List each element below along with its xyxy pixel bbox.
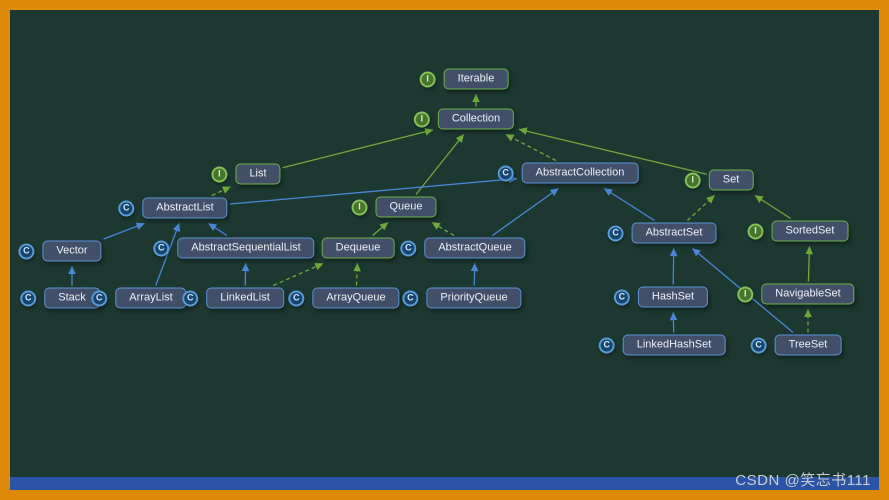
node-stack: C Stack: [20, 287, 100, 309]
node-sorted-set: I SortedSet: [747, 220, 849, 242]
edge-array-list-to-abstract-list: [155, 223, 180, 286]
node-linked-list: C LinkedList: [182, 287, 284, 309]
edge-queue-to-collection: [415, 134, 465, 195]
node-label: ArrayList: [129, 291, 173, 304]
class-badge-icon: C: [118, 200, 135, 216]
edge-list-to-collection: [282, 128, 434, 169]
node-collection: I Collection: [413, 108, 515, 130]
edge-dequeue-to-queue: [372, 222, 389, 236]
node-array-queue: C ArrayQueue: [288, 287, 400, 309]
node-list: I List: [211, 163, 281, 185]
class-badge-icon: C: [598, 337, 615, 353]
interface-badge-icon: I: [413, 111, 430, 127]
node-label: LinkedList: [220, 291, 270, 304]
class-badge-icon: C: [288, 290, 305, 306]
node-label: SortedSet: [785, 224, 835, 237]
node-label: LinkedHashSet: [636, 338, 712, 351]
node-label: NavigableSet: [775, 287, 841, 300]
class-badge-icon: C: [402, 290, 419, 306]
edge-abstract-queue-to-abstract-collection: [492, 187, 559, 237]
class-badge-icon: C: [607, 225, 624, 241]
class-badge-icon: C: [182, 290, 199, 306]
class-badge-icon: C: [153, 240, 170, 256]
node-label: Set: [722, 173, 740, 186]
edge-abstract-sequential-list-to-abstract-list: [208, 222, 228, 237]
node-label: List: [249, 167, 267, 180]
node-queue: I Queue: [351, 196, 437, 218]
edge-abstract-list-to-list: [211, 186, 231, 197]
edge-set-to-collection: [518, 127, 707, 175]
node-abstract-list: C AbstractList: [118, 197, 228, 219]
node-iterable: I Iterable: [419, 68, 509, 90]
class-badge-icon: C: [400, 240, 417, 256]
node-label: HashSet: [651, 290, 695, 303]
edge-abstract-set-to-abstract-collection: [603, 187, 655, 222]
node-hash-set: C HashSet: [613, 286, 709, 308]
class-badge-icon: C: [91, 290, 108, 306]
edge-abstract-collection-to-collection: [505, 133, 557, 162]
bottom-bar: [10, 477, 879, 490]
node-tree-set: C TreeSet: [750, 334, 842, 356]
class-badge-icon: C: [18, 243, 35, 259]
edge-hash-set-to-abstract-set: [669, 248, 678, 285]
edge-abstract-queue-to-queue: [431, 221, 455, 237]
class-badge-icon: C: [497, 165, 514, 181]
node-priority-queue: C PriorityQueue: [402, 287, 522, 309]
edge-linked-list-to-dequeue: [272, 262, 324, 287]
node-label: AbstractSequentialList: [191, 241, 301, 254]
node-label: Dequeue: [335, 241, 381, 254]
edge-array-queue-to-dequeue: [353, 263, 361, 286]
node-label: Iterable: [457, 72, 495, 85]
class-badge-icon: C: [20, 290, 37, 306]
edge-vector-to-abstract-list: [103, 222, 145, 240]
node-set: I Set: [684, 169, 754, 191]
node-label: Vector: [56, 244, 88, 257]
edges-layer: [68, 94, 814, 333]
node-abstract-queue: C AbstractQueue: [400, 237, 526, 259]
node-label: AbstractList: [156, 201, 214, 214]
interface-badge-icon: I: [211, 166, 228, 182]
node-navigable-set: I NavigableSet: [737, 283, 855, 305]
edge-sorted-set-to-set: [754, 194, 791, 220]
node-dequeue: IDequeue: [297, 237, 395, 259]
class-badge-icon: C: [613, 289, 630, 305]
node-label: AbstractQueue: [438, 241, 512, 254]
node-array-list: C ArrayList: [91, 287, 187, 309]
edge-abstract-list-to-abstract-collection: [229, 175, 518, 205]
node-abstract-set: C AbstractSet: [607, 222, 717, 244]
interface-badge-icon: I: [737, 286, 754, 302]
node-label: ArrayQueue: [326, 291, 386, 304]
node-label: Collection: [451, 112, 501, 125]
node-abstract-collection: C AbstractCollection: [497, 162, 639, 184]
node-linked-hash-set: C LinkedHashSet: [598, 334, 726, 356]
node-label: Stack: [58, 291, 86, 304]
node-vector: C Vector: [18, 240, 102, 262]
class-badge-icon: C: [750, 337, 767, 353]
node-label: AbstractCollection: [535, 166, 625, 179]
edge-navigable-set-to-sorted-set: [805, 246, 814, 282]
node-label: Queue: [389, 200, 423, 213]
interface-badge-icon: I: [419, 71, 436, 87]
node-label: PriorityQueue: [440, 291, 508, 304]
interface-badge-icon: I: [351, 199, 368, 215]
node-label: TreeSet: [788, 338, 828, 351]
interface-badge-icon: I: [684, 172, 701, 188]
node-abstract-sequential-list: C AbstractSequentialList: [153, 237, 315, 259]
interface-badge-icon: I: [747, 223, 764, 239]
node-label: AbstractSet: [645, 226, 703, 239]
watermark: CSDN @笑忘书111: [735, 472, 871, 489]
edge-abstract-set-to-set: [687, 195, 715, 221]
